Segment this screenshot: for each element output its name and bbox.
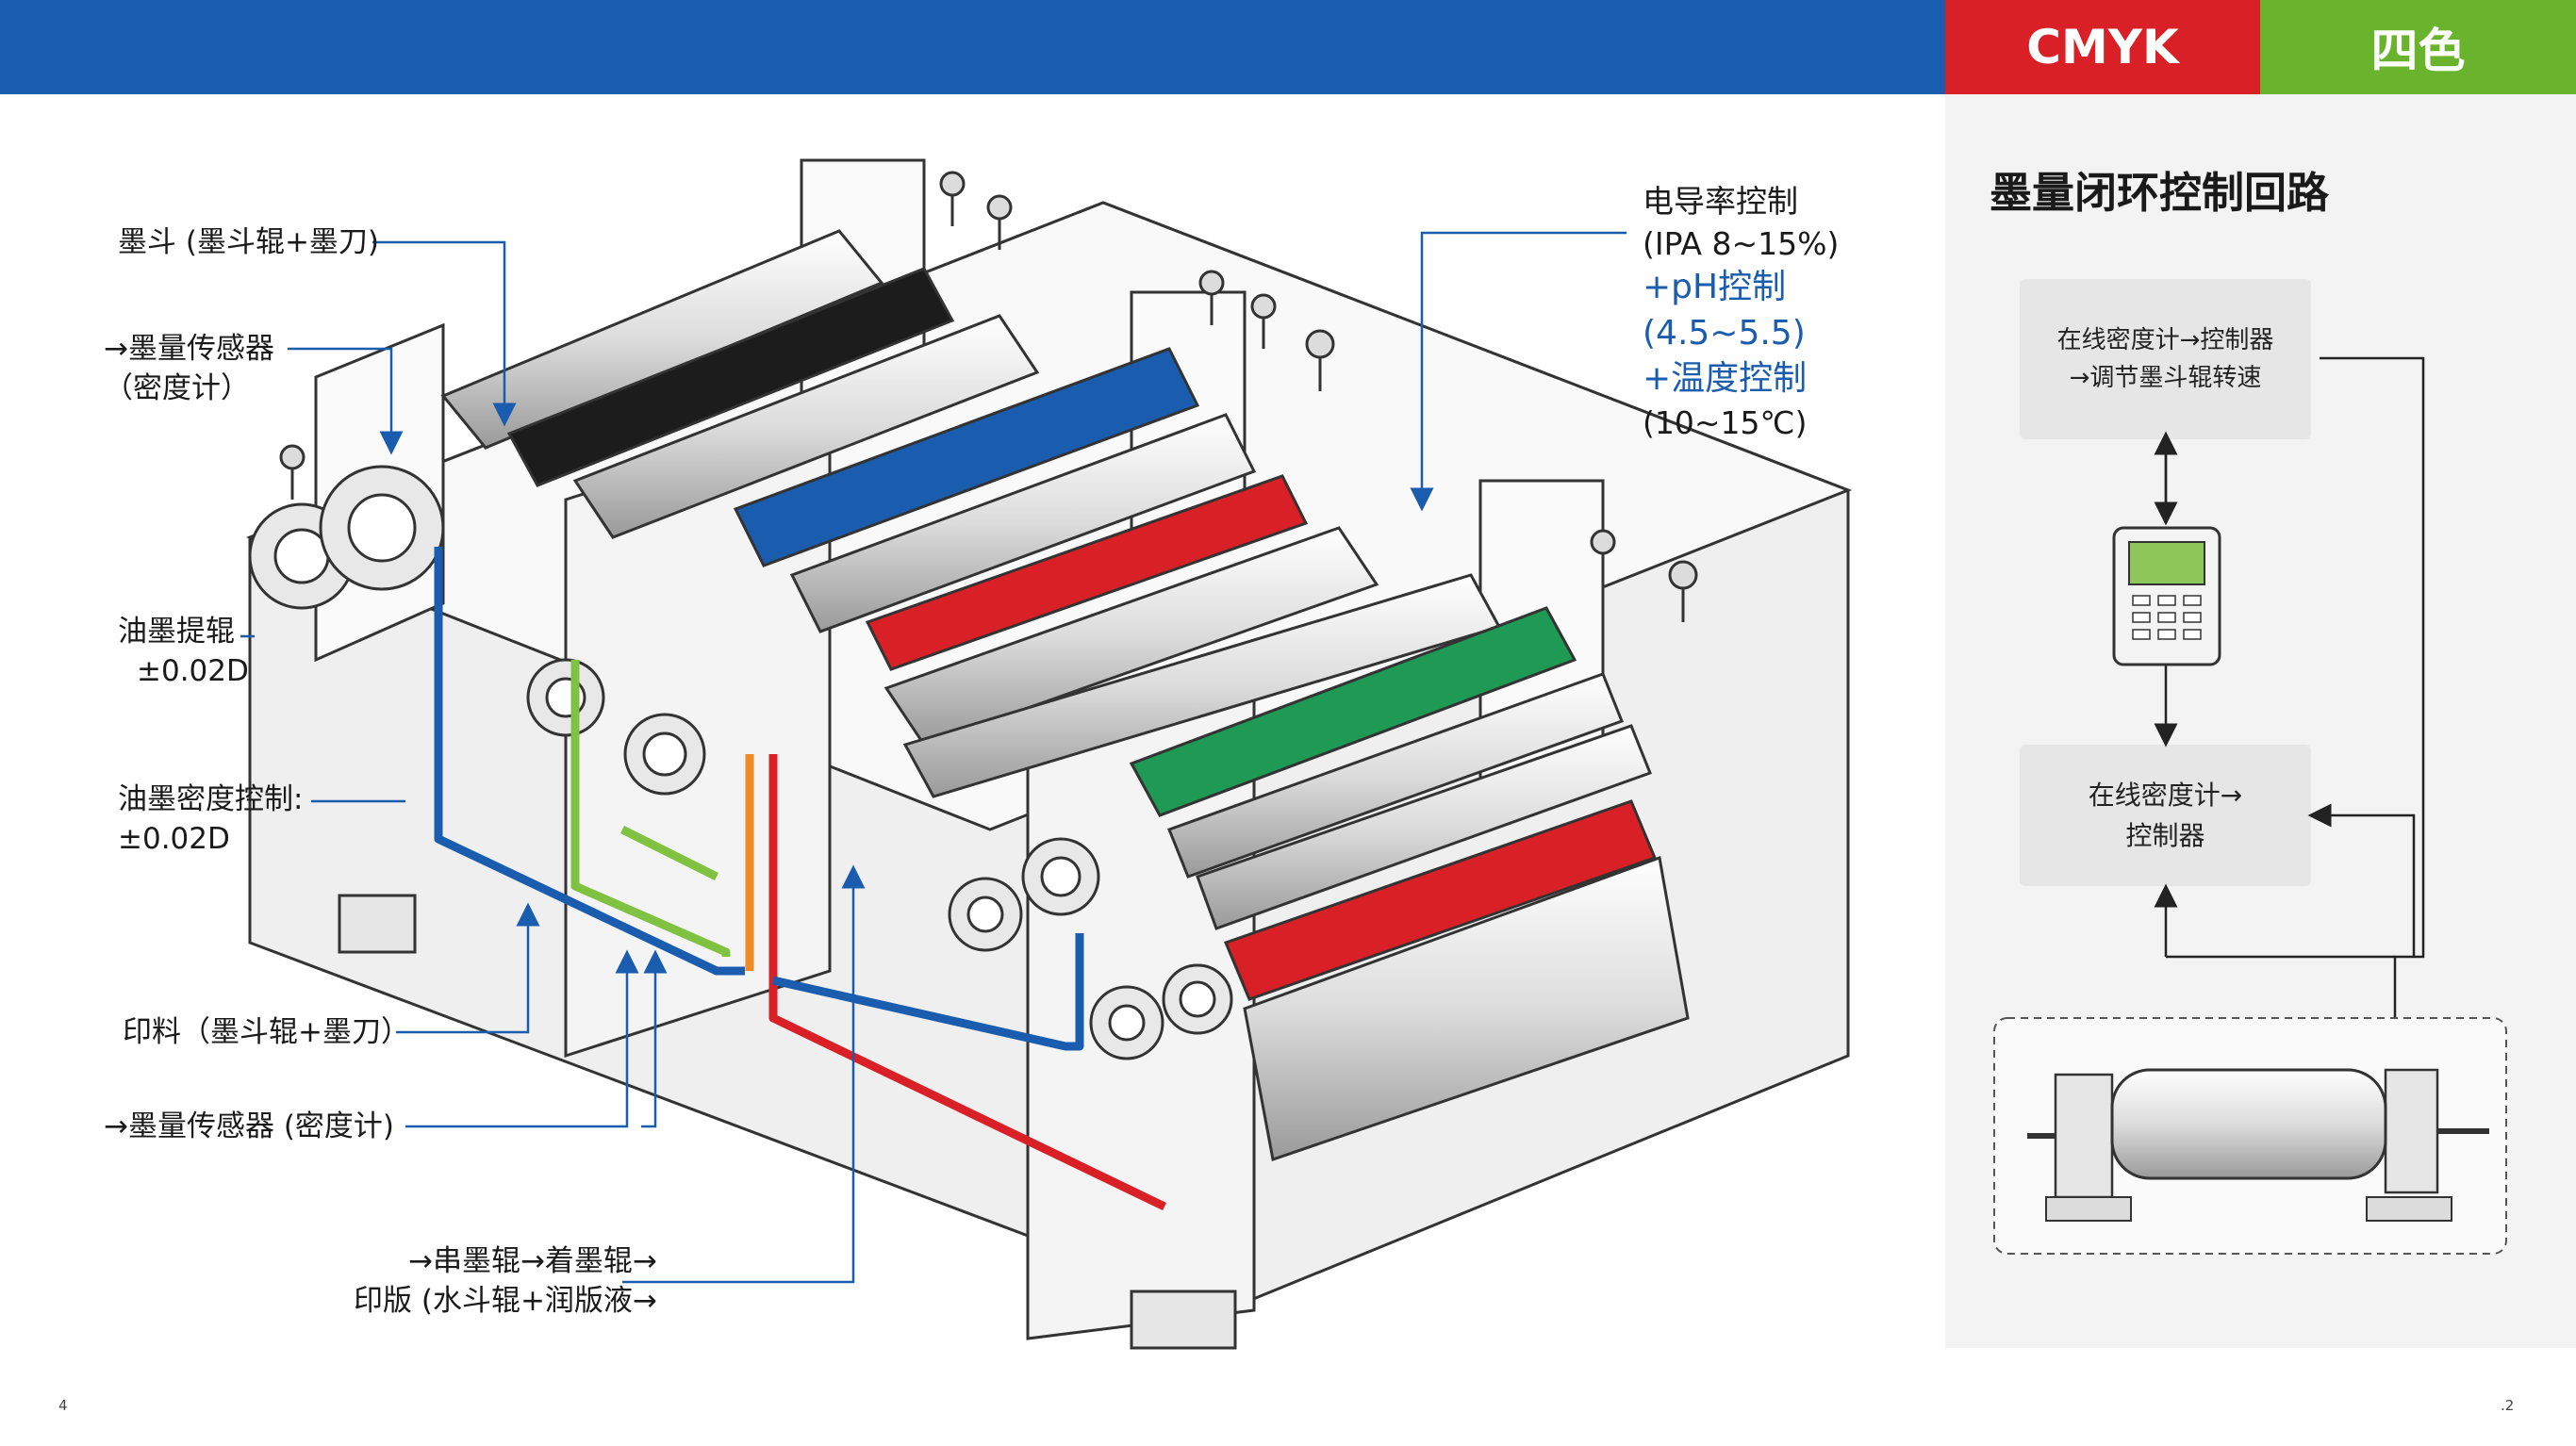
label-ph-range: (4.5~5.5) <box>1643 313 1806 353</box>
label-temp: +温度控制 <box>1643 359 1808 399</box>
roller-metal-1 <box>440 229 884 450</box>
roller-red-1 <box>865 474 1309 671</box>
label-roller-chain-line-1: →串墨辊→着墨辊→ <box>407 1244 657 1278</box>
label-roller-chain: →串墨辊→着墨辊→ 印版 (水斗辊+润版液→ <box>354 1242 657 1322</box>
label-ink-sensor-top-line-2: （密度计） <box>104 370 250 405</box>
box-2-line-2: 控制器 <box>2125 820 2205 851</box>
label-ipa: (IPA 8~15%) <box>1643 224 1840 262</box>
label-ink-sensor-bottom: →墨量传感器 (密度计) <box>104 1109 395 1143</box>
roller-black <box>506 267 955 487</box>
control-loop-arrows <box>2154 356 2425 1059</box>
roller-metal-3 <box>789 413 1257 633</box>
density-controller-box-2: 在线密度计→ 控制器 <box>2020 745 2311 886</box>
roller-metal-7 <box>1196 724 1652 930</box>
label-ink-density-line-1: 油墨密度控制: <box>118 782 304 816</box>
flow-paths <box>434 547 1166 1211</box>
panel-title: 墨量闭环控制回路 <box>1990 168 2330 218</box>
label-fountain-control: 电导率控制 (IPA 8~15%) +pH控制 (4.5~5.5) +温度控制 … <box>1643 181 1839 444</box>
roller-metal-8 <box>1243 855 1690 1161</box>
leader-lines <box>240 231 1627 1284</box>
roller-blue <box>733 347 1200 567</box>
label-ink-sensor-top: →墨量传感器 （密度计） <box>104 330 274 409</box>
label-ink-fountain: 墨斗 (墨斗辊+墨刀) <box>118 225 380 259</box>
roller-green <box>1129 606 1577 817</box>
flow-green-branch <box>619 825 719 881</box>
box-1-line-2: →调节墨斗辊转速 <box>2069 364 2262 392</box>
box-1-line-1: 在线密度计→控制器 <box>2056 325 2274 354</box>
roller-metal-2 <box>572 314 1040 539</box>
page-number-left: 4 <box>58 1397 68 1414</box>
roller-red-2 <box>1224 799 1657 1001</box>
flow-blue-left <box>434 547 745 976</box>
header-bar <box>0 0 1945 94</box>
label-conductivity: 电导率控制 <box>1643 183 1798 220</box>
flow-blue-right <box>772 933 1084 1051</box>
flow-green <box>570 660 731 957</box>
label-ink-lift-line-1: 油墨提辊 <box>118 615 235 649</box>
label-ink-density-line-2: ±0.02D <box>118 821 230 856</box>
flow-red <box>768 754 1166 1211</box>
cmyk-tag: CMYK <box>1945 0 2260 94</box>
box-2-line-1: 在线密度计→ <box>2088 779 2243 811</box>
label-ink-lift-line-2: ±0.02D <box>137 653 249 688</box>
handheld-controller-icon <box>2112 526 2221 666</box>
label-ink-sensor-top-line-1: →墨量传感器 <box>104 332 274 366</box>
roller-metal-4 <box>883 526 1379 747</box>
page-number-right: .2 <box>2501 1397 2515 1414</box>
label-ink-supply: 印料（墨斗辊+墨刀） <box>123 1015 410 1049</box>
density-controller-box-1: 在线密度计→控制器 →调节墨斗辊转速 <box>2020 279 2311 439</box>
adjustment-knobs <box>279 171 1698 622</box>
roller-metal-6 <box>1167 672 1624 879</box>
label-ph: +pH控制 <box>1643 268 1787 307</box>
label-ink-lift: 油墨提辊 ±0.02D <box>118 613 249 692</box>
four-color-tag: 四色 <box>2260 0 2576 94</box>
label-roller-chain-line-2: 印版 (水斗辊+润版液→ <box>354 1283 657 1318</box>
label-temp-range: (10~15℃) <box>1643 403 1808 441</box>
roller-end-caps <box>248 465 1233 1060</box>
roller-set <box>440 229 1690 1161</box>
label-ink-density: 油墨密度控制: ±0.02D <box>118 781 303 860</box>
roller-assembly-icon <box>1993 1017 2507 1255</box>
